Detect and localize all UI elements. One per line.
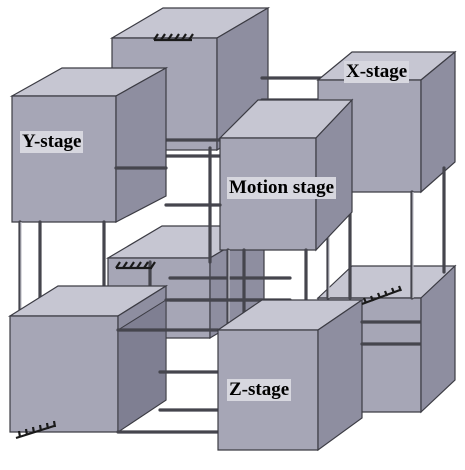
y-stage-label: Y-stage <box>20 131 84 153</box>
motion-stage-cube <box>218 98 354 252</box>
motion-stage-label: Motion stage <box>227 177 337 199</box>
x-stage-label: X-stage <box>344 61 410 83</box>
ground-symbol-bottom-left <box>15 420 57 440</box>
x-stage-rods <box>326 166 446 300</box>
z-stage-rods <box>360 320 422 346</box>
ground-symbol-top <box>153 33 194 42</box>
z-stage-cube <box>216 298 364 452</box>
y-stage-rods <box>18 220 106 318</box>
bottom-open-frame <box>116 298 264 434</box>
z-stage-label: Z-stage <box>227 379 292 401</box>
ground-symbol-middle <box>115 261 156 270</box>
ground-symbol-right <box>361 285 403 306</box>
y-stage-upper-cube <box>9 66 169 223</box>
